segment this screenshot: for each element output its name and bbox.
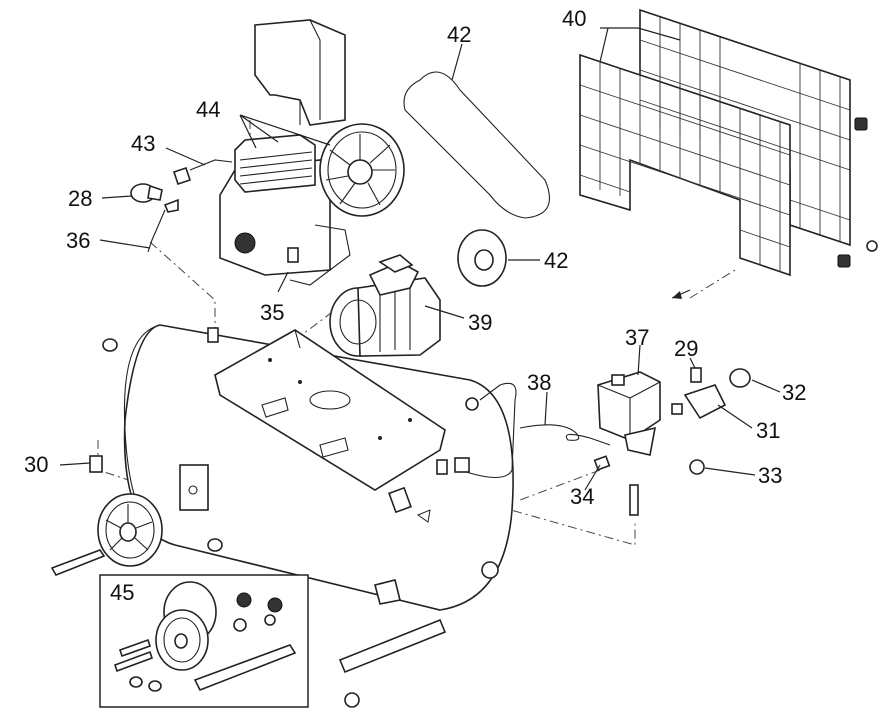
motor-pulley	[457, 229, 507, 287]
electric-motor	[329, 254, 441, 357]
tank-supply-pipe	[388, 382, 517, 523]
belt-guard-cage	[579, 8, 878, 299]
label-part-38: 38	[527, 370, 551, 395]
small-pipe	[147, 209, 166, 253]
label-part-33: 33	[758, 463, 782, 488]
rear-foot	[338, 618, 447, 708]
label-part-39: 39	[468, 310, 492, 335]
air-filter	[130, 183, 179, 213]
compressor-pump	[219, 134, 351, 286]
label-part-31: 31	[756, 418, 780, 443]
motor-base-plate	[214, 329, 446, 491]
label-part-29: 29	[674, 336, 698, 361]
label-part-30: 30	[24, 452, 48, 477]
label-part-34: 34	[570, 484, 594, 509]
pressure-regulator	[593, 367, 751, 516]
label-part-42-belt: 42	[447, 22, 471, 47]
label-part-42-pulley: 42	[544, 248, 568, 273]
pressure-switch	[597, 371, 661, 456]
pump-flywheel	[319, 123, 405, 217]
label-part-36: 36	[66, 228, 90, 253]
pump-cover	[254, 19, 346, 126]
label-part-40: 40	[562, 6, 586, 31]
label-part-45: 45	[110, 580, 134, 605]
drain-valve	[89, 455, 103, 473]
label-part-44: 44	[196, 97, 220, 122]
v-belt	[403, 71, 550, 219]
label-part-43: 43	[131, 131, 155, 156]
label-part-32: 32	[782, 380, 806, 405]
main-wheel	[50, 493, 163, 576]
label-part-37: 37	[625, 325, 649, 350]
wheel-kit-box	[99, 574, 309, 708]
delivery-pipe	[172, 159, 233, 186]
part-labels: 40 42 44 43 28 36 42 35 39 37 29 38 32 3…	[24, 6, 806, 605]
leader-lines	[59, 27, 781, 491]
label-part-35: 35	[260, 300, 284, 325]
power-cable	[519, 424, 611, 446]
label-part-28: 28	[68, 186, 92, 211]
